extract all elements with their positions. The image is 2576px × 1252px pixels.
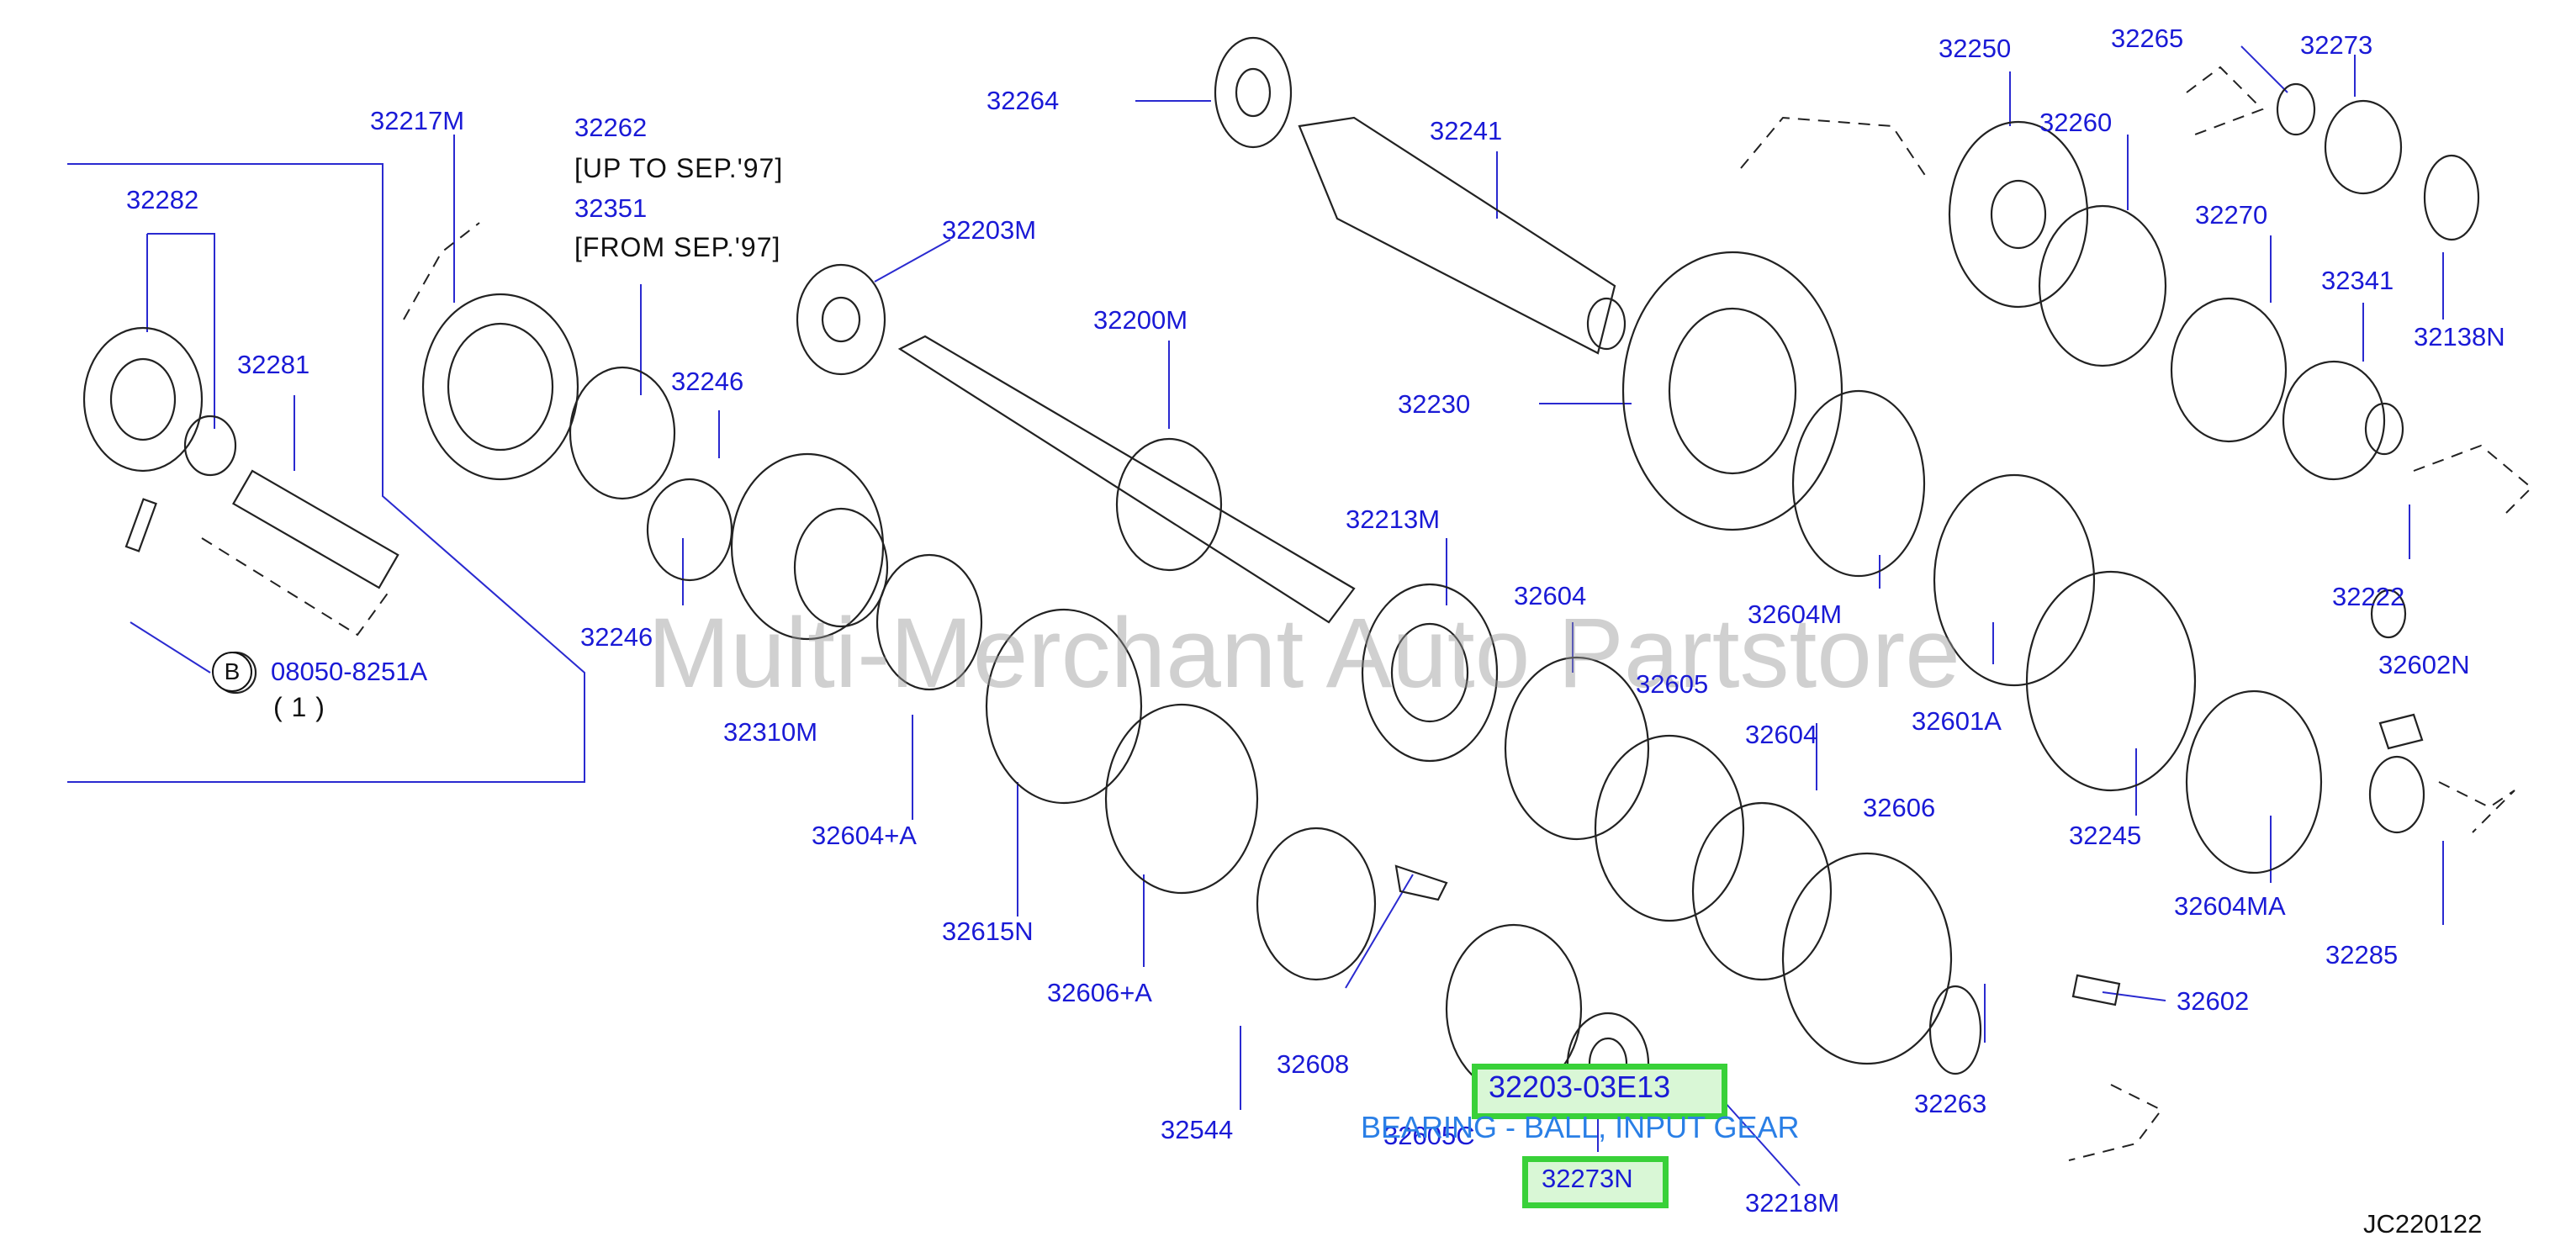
part-label-32230[interactable]: 32230 xyxy=(1398,389,1471,419)
part-label-32241[interactable]: 32241 xyxy=(1430,116,1503,145)
part-label-32200M[interactable]: 32200M xyxy=(1093,305,1188,335)
phantom-outlines xyxy=(201,66,2533,1161)
part-label-32606[interactable]: 32606 xyxy=(1863,793,1936,822)
part-label-32606-plus-A[interactable]: 32606+A xyxy=(1047,978,1152,1007)
part-label-32222[interactable]: 32222 xyxy=(2332,582,2405,611)
diagram-code: JC220122 xyxy=(2363,1209,2483,1239)
part-label-32285[interactable]: 32285 xyxy=(2325,940,2399,969)
subassembly-frame xyxy=(67,163,585,783)
part-label-32218M[interactable]: 32218M xyxy=(1745,1188,1840,1218)
bolt-ref-marker: B xyxy=(212,652,252,692)
part-label-32250[interactable]: 32250 xyxy=(1939,34,2012,63)
part-label-32602N[interactable]: 32602N xyxy=(2378,650,2470,679)
part-label-32245[interactable]: 32245 xyxy=(2069,821,2142,850)
part-label-32217M[interactable]: 32217M xyxy=(370,106,465,135)
part-label-32260[interactable]: 32260 xyxy=(2039,108,2113,137)
bolt-part-number[interactable]: 08050-8251A xyxy=(271,657,428,686)
part-label-32605[interactable]: 32605 xyxy=(1636,669,1709,699)
part-label-32138N[interactable]: 32138N xyxy=(2414,322,2505,351)
part-label-32544[interactable]: 32544 xyxy=(1161,1115,1234,1144)
highlighted-part-number[interactable]: 32203-03E13 xyxy=(1489,1070,1671,1104)
part-label-32602[interactable]: 32602 xyxy=(2177,986,2250,1016)
part-label-32601A[interactable]: 32601A xyxy=(1912,706,2002,736)
part-label-32604-upper[interactable]: 32604 xyxy=(1514,581,1587,610)
part-label-32310M[interactable]: 32310M xyxy=(723,717,818,747)
highlight-box-secondary[interactable] xyxy=(1522,1156,1669,1208)
bolt-quantity: ( 1 ) xyxy=(273,692,325,722)
part-label-32264[interactable]: 32264 xyxy=(986,86,1060,115)
part-label-32608[interactable]: 32608 xyxy=(1277,1049,1350,1079)
part-label-32213M[interactable]: 32213M xyxy=(1346,504,1441,534)
part-label-32282[interactable]: 32282 xyxy=(126,185,199,214)
note-up-to-sep-97: [UP TO SEP.'97] xyxy=(574,153,784,183)
part-label-32604MA[interactable]: 32604MA xyxy=(2174,891,2286,921)
part-label-32270[interactable]: 32270 xyxy=(2195,200,2268,230)
part-label-32273[interactable]: 32273 xyxy=(2300,30,2373,60)
leader-lines xyxy=(130,45,2444,1186)
drawn-parts xyxy=(82,36,2480,1116)
part-label-32604M[interactable]: 32604M xyxy=(1748,600,1843,629)
part-label-32265[interactable]: 32265 xyxy=(2111,24,2184,53)
part-label-32246-upper[interactable]: 32246 xyxy=(671,367,744,396)
highlight-box-main[interactable] xyxy=(1472,1064,1727,1119)
part-label-32615N[interactable]: 32615N xyxy=(942,917,1034,946)
part-label-32341[interactable]: 32341 xyxy=(2321,266,2394,295)
note-from-sep-97: [FROM SEP.'97] xyxy=(574,232,781,262)
highlighted-part-description: BEARING - BALL, INPUT GEAR xyxy=(1361,1110,1800,1144)
part-label-32604-lower[interactable]: 32604 xyxy=(1745,720,1818,749)
part-label-32263[interactable]: 32263 xyxy=(1914,1089,1987,1118)
part-label-32281[interactable]: 32281 xyxy=(237,350,310,379)
part-label-32203M[interactable]: 32203M xyxy=(942,215,1037,245)
part-label-32273N[interactable]: 32273N xyxy=(1542,1164,1633,1193)
part-label-32604-plus-A[interactable]: 32604+A xyxy=(812,821,917,850)
part-label-32246-lower[interactable]: 32246 xyxy=(580,622,653,652)
part-label-32605C[interactable]: 32605C xyxy=(1383,1121,1475,1150)
part-label-32262[interactable]: 32262 xyxy=(574,113,648,142)
part-label-32351[interactable]: 32351 xyxy=(574,193,648,223)
watermark-text: Multi-Merchant Auto Partstore xyxy=(648,598,1960,709)
